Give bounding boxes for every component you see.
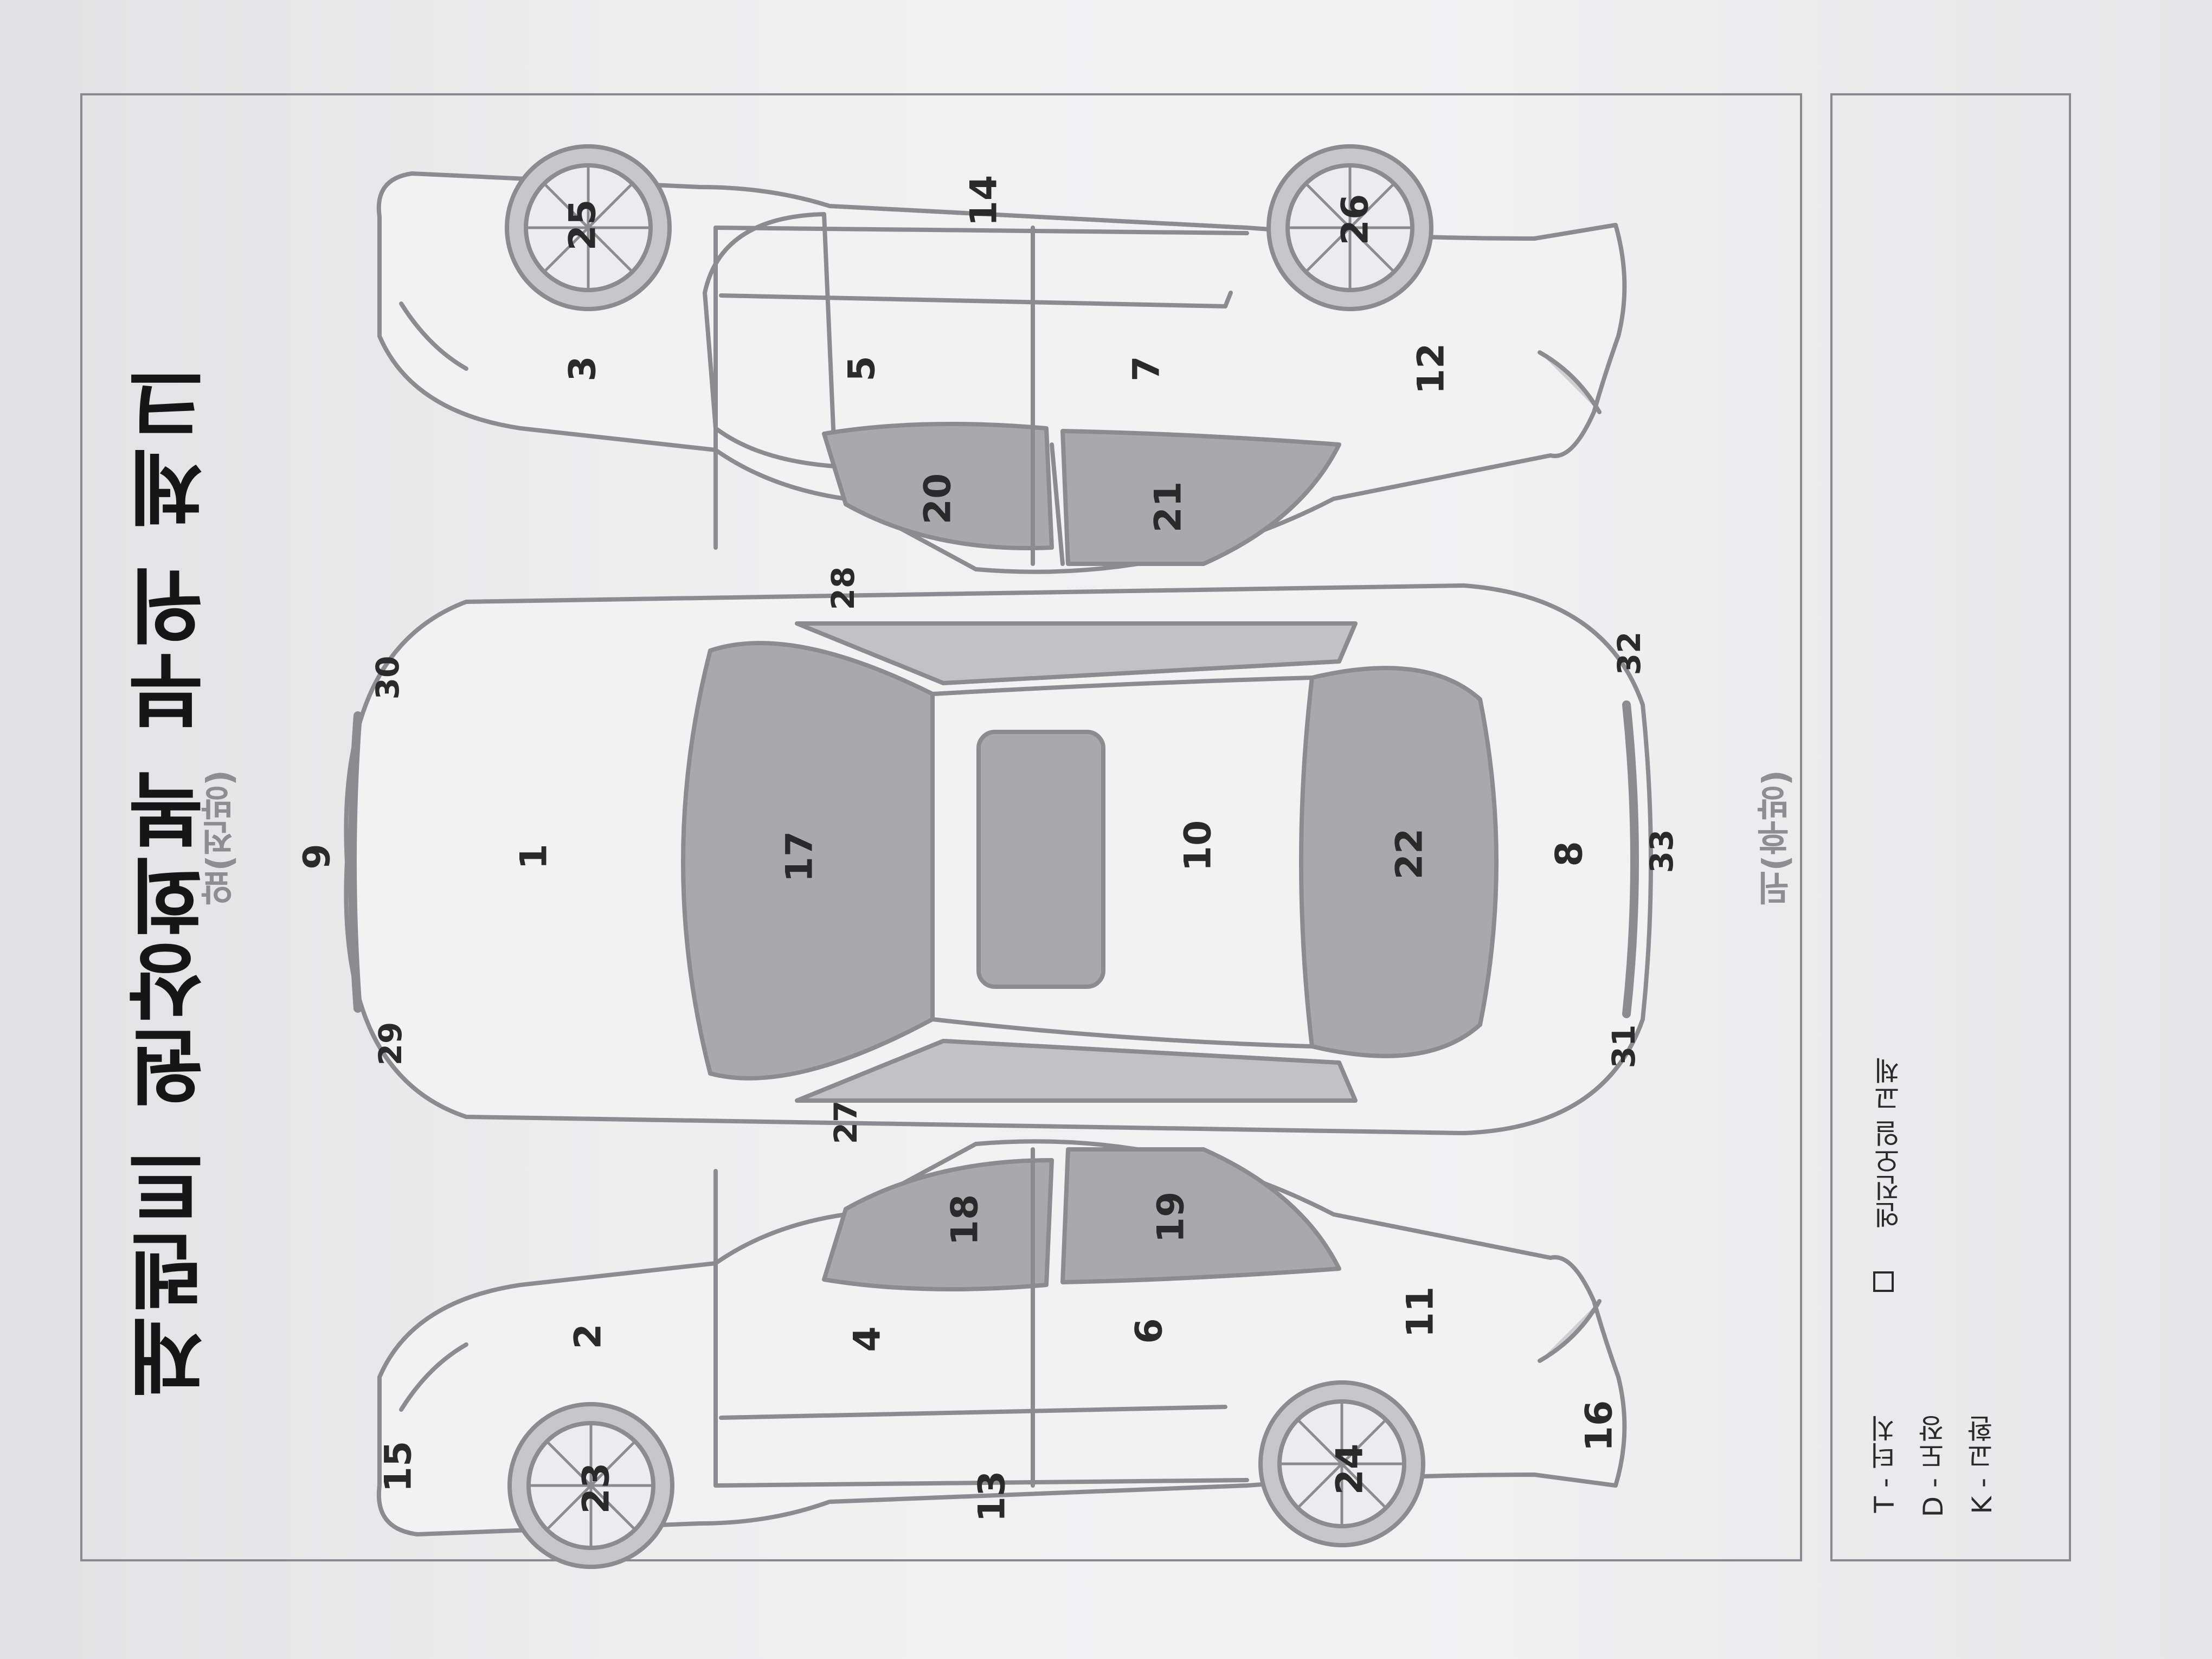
part-number-27: 27 <box>827 1100 864 1144</box>
part-number-2: 2 <box>567 1323 610 1349</box>
part-number-22: 22 <box>1388 828 1431 880</box>
part-number-25: 25 <box>561 199 605 251</box>
part-number-30: 30 <box>369 655 406 700</box>
part-number-23: 23 <box>575 1462 618 1514</box>
part-number-18: 18 <box>943 1194 987 1246</box>
part-number-12: 12 <box>1410 343 1453 395</box>
part-number-20: 20 <box>916 473 960 525</box>
part-number-3: 3 <box>561 356 605 382</box>
part-number-19: 19 <box>1149 1191 1193 1243</box>
part-number-32: 32 <box>1611 631 1648 676</box>
part-number-6: 6 <box>1128 1318 1171 1344</box>
legend-touch: T - 터치 <box>1869 1415 1900 1513</box>
part-number-16: 16 <box>1578 1400 1621 1452</box>
part-number-7: 7 <box>1125 356 1168 382</box>
notes-frame <box>1830 93 2071 1561</box>
part-number-24: 24 <box>1328 1443 1372 1495</box>
part-number-21: 21 <box>1147 481 1190 533</box>
engine-oil-checkbox[interactable] <box>1873 1271 1894 1292</box>
part-number-1: 1 <box>512 844 556 870</box>
part-number-33: 33 <box>1643 829 1680 873</box>
part-number-17: 17 <box>778 831 821 883</box>
part-number-4: 4 <box>846 1326 889 1352</box>
part-number-14: 14 <box>962 175 1006 227</box>
diagram-frame <box>80 93 1802 1561</box>
car-top-view <box>344 583 1653 1135</box>
legend-paint: D - 도장 <box>1918 1415 1949 1517</box>
part-number-28: 28 <box>825 566 861 610</box>
part-number-9: 9 <box>295 844 339 870</box>
legend-replace: K - 교환 <box>1966 1415 1998 1514</box>
part-number-11: 11 <box>1399 1286 1442 1338</box>
part-number-5: 5 <box>840 356 884 382</box>
part-number-29: 29 <box>372 1021 409 1066</box>
engine-oil-label: 엔진오일 교체 <box>1873 1057 1905 1229</box>
part-number-31: 31 <box>1605 1024 1642 1069</box>
part-number-10: 10 <box>1176 820 1220 872</box>
part-number-13: 13 <box>970 1470 1014 1522</box>
part-number-15: 15 <box>377 1441 420 1493</box>
part-number-26: 26 <box>1334 194 1377 246</box>
part-number-8: 8 <box>1548 841 1591 867</box>
